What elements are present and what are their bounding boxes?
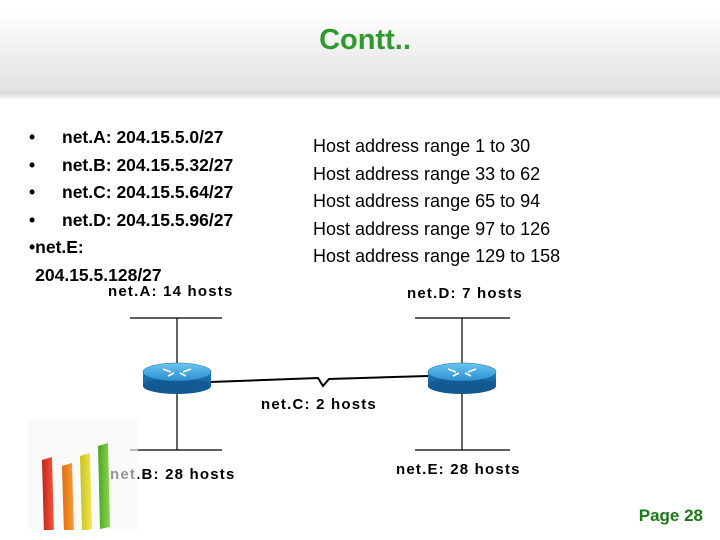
subnet-net-e: net.E: 204.15.5.128/27 [35, 237, 162, 285]
title-band [0, 12, 720, 92]
bullet-icon: • [29, 237, 36, 257]
host-range-net-a: Host address range 1 to 30 [313, 136, 531, 156]
list-item: • net.C: 204.15.5.64/27 [22, 179, 292, 207]
host-range-net-b: Host address range 33 to 62 [313, 163, 541, 184]
bar-chart-logo-icon [28, 420, 138, 530]
host-range-net-c: Host address range 65 to 94 [313, 191, 541, 211]
slide-title: Contt.. [319, 24, 411, 56]
page-number: Page 28 [638, 506, 703, 525]
subnet-net-a: net.A: 204.15.5.0/27 [62, 127, 224, 147]
label-net-d: net.D: 7 hosts [407, 285, 523, 302]
title-shadow [0, 92, 720, 100]
bullet-icon: • [29, 182, 36, 202]
list-item: • net.E: 204.15.5.128/27 [22, 234, 292, 289]
list-item: • net.B: 204.15.5.32/27 [22, 152, 292, 180]
list-item: • net.D: 204.15.5.96/27 [22, 207, 292, 235]
host-range-net-e: Host address range 129 to 158 [313, 246, 561, 266]
label-net-e: net.E: 28 hosts [396, 461, 521, 478]
router-left-icon [142, 362, 212, 394]
label-net-a: net.A: 14 hosts [108, 283, 234, 300]
host-range-list: Host address range 1 to 30 Host address … [313, 133, 560, 271]
host-range-net-d: Host address range 97 to 126 [313, 218, 551, 239]
list-item: • net.A: 204.15.5.0/27 [22, 124, 292, 152]
label-net-c: net.C: 2 hosts [261, 396, 377, 413]
label-net-b: net.B: 28 hosts [110, 466, 236, 483]
bullet-icon: • [29, 209, 36, 230]
subnet-net-c: net.C: 204.15.5.64/27 [62, 182, 234, 202]
serial-link-net-c [209, 375, 429, 388]
bullet-icon: • [29, 127, 36, 147]
bullet-icon: • [29, 154, 36, 175]
subnet-list: • net.A: 204.15.5.0/27 • net.B: 204.15.5… [22, 124, 292, 289]
subnet-net-b: net.B: 204.15.5.32/27 [62, 154, 234, 175]
router-right-icon [427, 362, 497, 394]
subnet-net-d: net.D: 204.15.5.96/27 [62, 209, 234, 230]
